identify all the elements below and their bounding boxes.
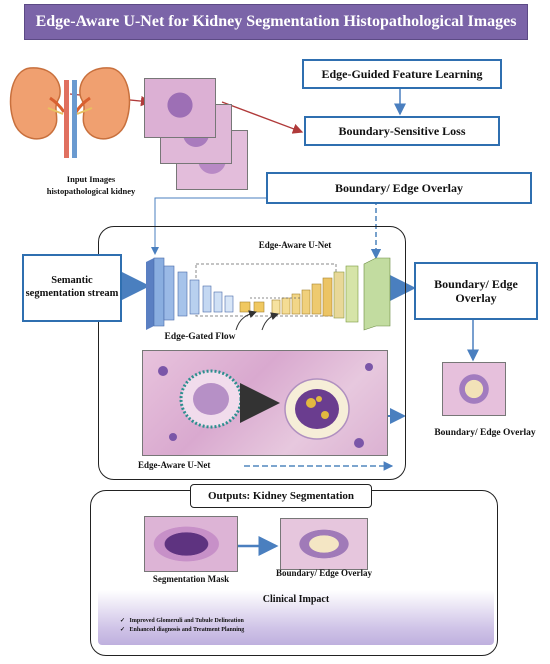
overlay-to-unet-line <box>151 197 268 255</box>
tissue-to-loss-arrow <box>221 101 304 134</box>
boundary-loss-box: Boundary-Sensitive Loss <box>304 116 500 146</box>
check-icon: ✓ <box>120 618 126 624</box>
page-title: Edge-Aware U-Net for Kidney Segmentation… <box>24 4 528 40</box>
clinical-impact-item-text: Improved Glomeruli and Tubule Delineatio… <box>129 618 244 624</box>
boundary-overlay-output-caption: Boundary/ Edge Overlay <box>275 568 372 578</box>
page-title-text: Edge-Aware U-Net for Kidney Segmentation… <box>35 13 517 30</box>
edge-gated-flow-label: Edge-Gated Flow <box>164 332 236 342</box>
kidney-illustration <box>8 60 132 160</box>
kidney-icon <box>9 67 131 158</box>
boundary-overlay-right-box: Boundary/ Edge Overlay <box>414 262 538 320</box>
segmentation-mask-caption: Segmentation Mask <box>152 574 230 584</box>
semantic-stream-box: Semantic segmentation stream <box>22 254 122 322</box>
edge-guided-feature-box: Edge-Guided Feature Learning <box>302 59 502 89</box>
right-overlay-caption: Boundary/ Edge Overlay <box>434 428 536 438</box>
clinical-impact-item-text: Enhanced diagnosis and Treatment Plannin… <box>129 627 245 633</box>
tissue-comparison-image <box>142 350 388 456</box>
clinical-impact-title: Clinical Impact <box>262 594 330 605</box>
unet-region <box>98 226 406 480</box>
outputs-title: Outputs: Kidney Segmentation <box>190 484 372 508</box>
input-label-group: Input Images histopathological kidney <box>18 174 164 198</box>
input-label: Input Images <box>66 174 116 184</box>
clinical-impact-item: ✓ Enhanced diagnosis and Treatment Plann… <box>120 626 244 635</box>
input-sublabel: histopathological kidney <box>46 185 136 196</box>
clinical-impact-item: ✓ Improved Glomeruli and Tubule Delineat… <box>120 617 244 626</box>
clinical-impact-panel: Clinical Impact ✓ Improved Glomeruli and… <box>98 590 494 645</box>
clinical-impact-list: ✓ Improved Glomeruli and Tubule Delineat… <box>120 617 244 635</box>
input-tissue-image-1 <box>144 78 216 138</box>
tissue-comparison-graphic <box>158 363 373 448</box>
boundary-loss-label: Boundary-Sensitive Loss <box>338 123 466 138</box>
boundary-overlay-top-label: Boundary/ Edge Overlay <box>334 180 463 195</box>
right-overlay-image <box>442 362 506 416</box>
semantic-stream-label: Semantic segmentation stream <box>25 275 119 299</box>
boundary-overlay-top-box: Boundary/ Edge Overlay <box>266 172 532 204</box>
edge-guided-feature-label: Edge-Guided Feature Learning <box>321 66 483 81</box>
boundary-overlay-output-image <box>280 518 368 570</box>
check-icon: ✓ <box>120 627 126 633</box>
unet-title: Edge-Aware U-Net <box>258 240 332 250</box>
segmentation-mask-image <box>144 516 238 572</box>
boundary-overlay-right-label: Boundary/ Edge Overlay <box>434 276 518 305</box>
unet-bottom-label: Edge-Aware U-Net <box>138 460 211 470</box>
